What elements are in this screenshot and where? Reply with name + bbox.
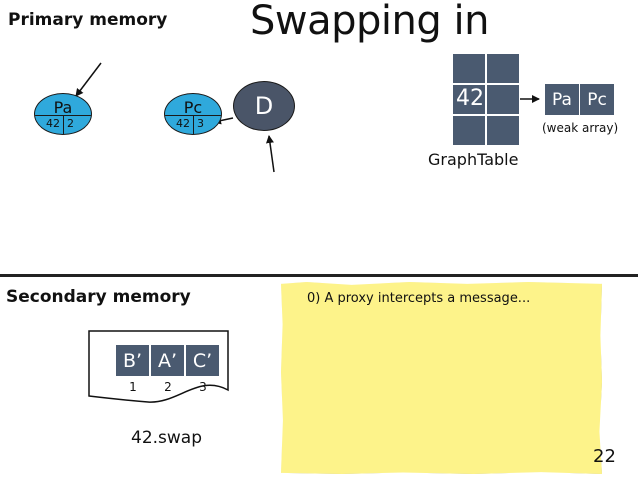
swap-index-1: 1 xyxy=(129,380,137,394)
node-pa-label: Pa xyxy=(53,98,73,117)
sticky-note xyxy=(281,282,602,474)
swap-cell-a: A’ xyxy=(150,344,185,377)
node-d: D xyxy=(233,81,295,131)
primary-memory-label: Primary memory xyxy=(8,10,168,30)
node-pc-left-value: 42 xyxy=(176,117,190,130)
node-pa-right-value: 2 xyxy=(67,117,74,130)
weak-array-cell-pa: Pa xyxy=(544,83,580,116)
node-pc-label: Pc xyxy=(183,98,203,117)
node-pa: Pa 42 2 xyxy=(34,93,92,135)
swap-cell-c: C’ xyxy=(185,344,220,377)
note-text: 0) A proxy intercepts a message... xyxy=(307,291,531,306)
graph-table-label: GraphTable xyxy=(428,150,519,169)
graph-table: 42 xyxy=(452,53,520,146)
weak-array-cell-pc: Pc xyxy=(579,83,615,116)
swap-filename: 42.swap xyxy=(131,428,203,448)
slide-title: Swapping in xyxy=(250,0,489,44)
swap-index-3: 3 xyxy=(199,380,207,394)
arrow-to-pa xyxy=(75,62,102,97)
swap-index-2: 2 xyxy=(164,380,172,394)
weak-array-caption: (weak array) xyxy=(542,121,619,135)
page-number: 22 xyxy=(593,446,616,467)
node-pa-left-value: 42 xyxy=(46,117,60,130)
node-pc: Pc 42 3 xyxy=(164,93,222,135)
graph-table-entry: 42 xyxy=(456,86,484,111)
node-pc-right-value: 3 xyxy=(197,117,204,130)
swap-cell-b: B’ xyxy=(115,344,150,377)
memory-divider xyxy=(0,274,638,277)
secondary-memory-label: Secondary memory xyxy=(6,287,191,307)
arrow-to-d xyxy=(266,135,275,173)
